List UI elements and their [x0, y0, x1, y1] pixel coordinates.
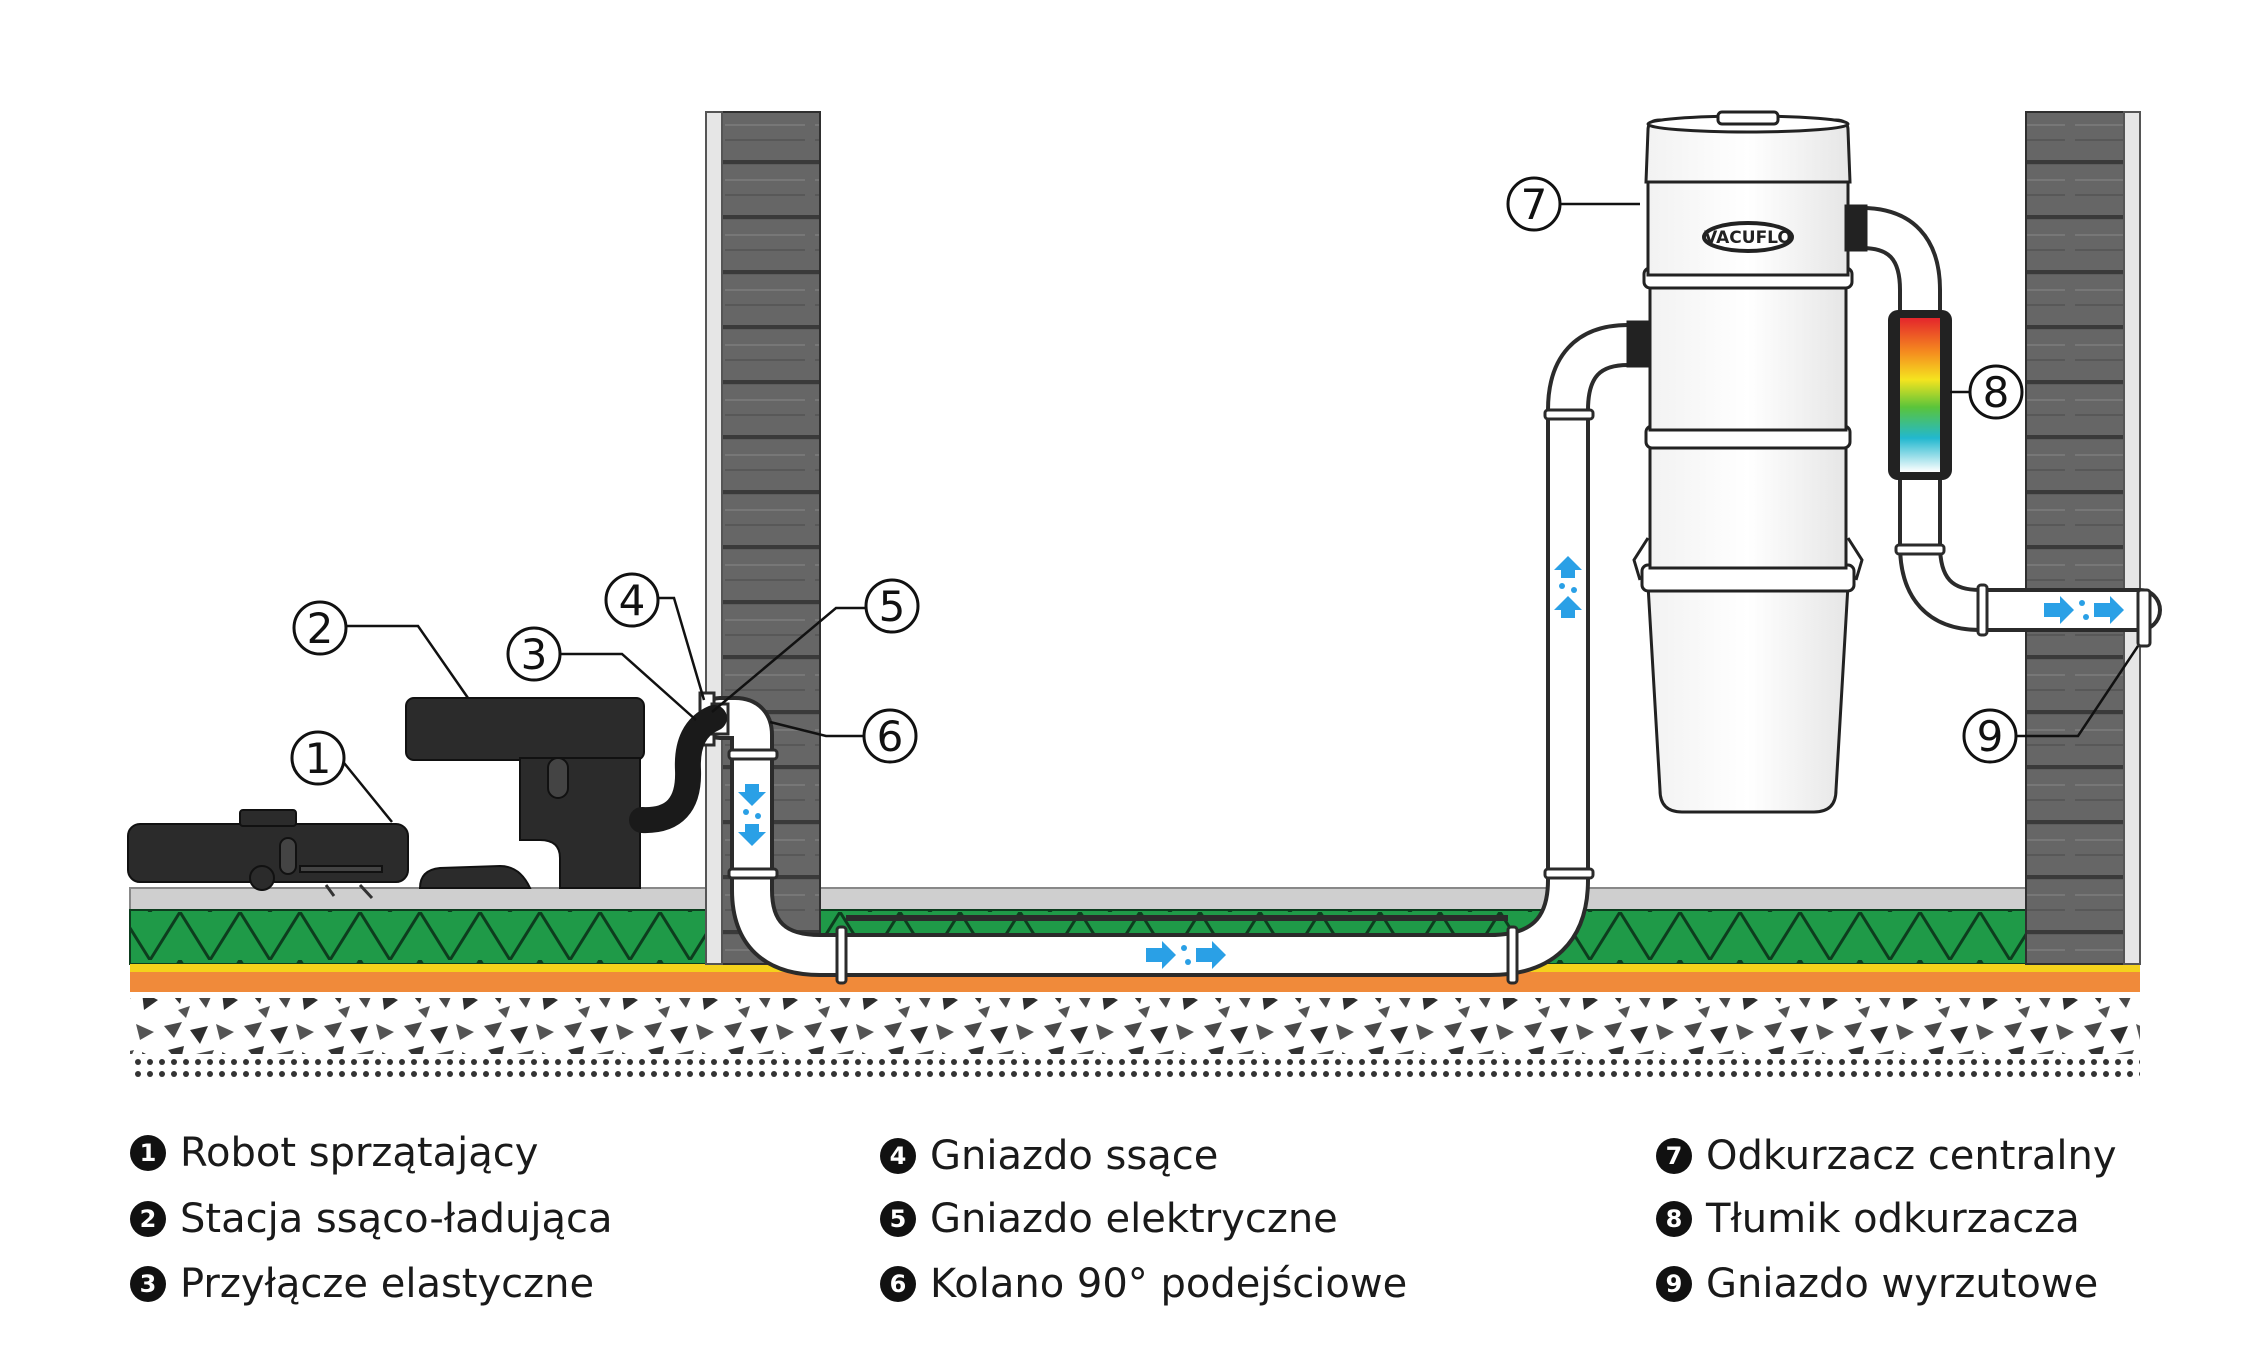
- callout-6: 6: [862, 708, 918, 764]
- svg-text:6: 6: [877, 712, 904, 761]
- arrow-up: [1554, 556, 1582, 578]
- legend-item-2: 2 Stacja ssąco-ładująca: [130, 1196, 613, 1242]
- legend-bullet: 6: [880, 1266, 916, 1302]
- charging-station: [405, 697, 645, 889]
- legend-item-3: 3 Przyłącze elastyczne: [130, 1261, 594, 1307]
- callout-4: 4: [604, 572, 660, 628]
- pipe-couplings: [727, 408, 2152, 985]
- legend-item-7: 7 Odkurzacz centralny: [1656, 1133, 2117, 1179]
- arrow-right: [1196, 941, 1226, 969]
- callout-7: 7: [1506, 176, 1562, 232]
- arrow-right: [2094, 596, 2124, 624]
- svg-text:2: 2: [307, 604, 334, 653]
- legend-bullet: 3: [130, 1266, 166, 1302]
- gravel-layer: [130, 998, 2140, 1054]
- arrow-right: [1146, 941, 1176, 969]
- svg-text:5: 5: [879, 582, 906, 631]
- floor-cut-line: [846, 915, 1508, 921]
- callout-5: 5: [864, 578, 920, 634]
- legend-bullet: 5: [880, 1201, 916, 1237]
- leader-9: [2016, 645, 2140, 738]
- arrow-down: [738, 824, 766, 846]
- callout-8: 8: [1968, 364, 2024, 420]
- callout-2: 2: [292, 600, 348, 656]
- legend-bullet: 2: [130, 1201, 166, 1237]
- airflow-arrows: [738, 556, 2124, 969]
- flexible-hose: [629, 705, 727, 834]
- leader-6: [769, 720, 864, 738]
- callout-3: 3: [506, 626, 562, 682]
- central-vacuum: [1626, 110, 1868, 814]
- legend-bullet: 8: [1656, 1201, 1692, 1237]
- arrow-down: [738, 784, 766, 806]
- floor-concrete-layer: [130, 972, 2140, 992]
- callout-leaders: [337, 202, 2140, 823]
- svg-text:4: 4: [619, 576, 646, 625]
- legend-item-1: 1 Robot sprzątający: [130, 1130, 538, 1176]
- legend-label: Gniazdo elektryczne: [930, 1196, 1338, 1242]
- callout-1: 1: [290, 730, 346, 786]
- legend-item-6: 6 Kolano 90° podejściowe: [880, 1261, 1407, 1307]
- svg-text:9: 9: [1977, 712, 2004, 761]
- legend-label: Odkurzacz centralny: [1706, 1133, 2117, 1179]
- svg-text:7: 7: [1521, 180, 1548, 229]
- legend-item-4: 4 Gniazdo ssące: [880, 1133, 1218, 1179]
- callout-9: 9: [1962, 708, 2018, 764]
- legend-item-5: 5 Gniazdo elektryczne: [880, 1196, 1338, 1242]
- leader-2: [346, 624, 470, 699]
- robot-cleaner: [127, 809, 409, 900]
- svg-text:3: 3: [521, 630, 548, 679]
- legend-label: Kolano 90° podejściowe: [930, 1261, 1408, 1307]
- sand-layer: [130, 1054, 2140, 1078]
- leader-5: [711, 606, 866, 713]
- legend-bullet: 1: [130, 1135, 166, 1171]
- arrow-right: [2044, 596, 2074, 624]
- legend-bullet: 9: [1656, 1266, 1692, 1302]
- legend-label: Tłumik odkurzacza: [1706, 1196, 2080, 1242]
- legend-label: Robot sprzątający: [180, 1130, 539, 1176]
- legend-label: Przyłącze elastyczne: [180, 1261, 595, 1307]
- legend-bullet: 7: [1656, 1138, 1692, 1174]
- muffler: [1888, 310, 1952, 480]
- wall-right: [2025, 111, 2141, 965]
- callout-circles: 1 2 3 4 5 6 7 8: [290, 176, 2024, 786]
- vacuum-brand-label: VACUFLO: [1704, 228, 1792, 248]
- legend-item-9: 9 Gniazdo wyrzutowe: [1656, 1261, 2098, 1307]
- arrow-up: [1554, 596, 1582, 618]
- svg-text:8: 8: [1983, 368, 2010, 417]
- leader-4: [658, 596, 706, 701]
- legend-item-8: 8 Tłumik odkurzacza: [1656, 1196, 2080, 1242]
- legend-label: Gniazdo ssące: [930, 1133, 1219, 1179]
- legend-label: Gniazdo wyrzutowe: [1706, 1261, 2099, 1307]
- leader-3: [560, 652, 697, 721]
- svg-text:1: 1: [305, 734, 332, 783]
- legend-label: Stacja ssąco-ładująca: [180, 1196, 613, 1242]
- legend-bullet: 4: [880, 1138, 916, 1174]
